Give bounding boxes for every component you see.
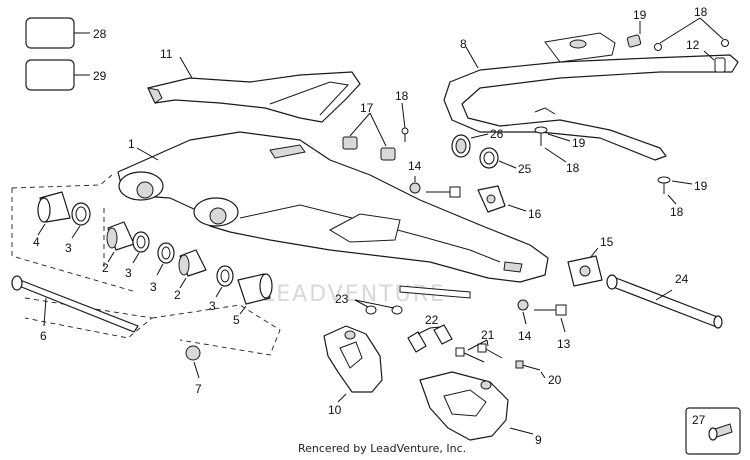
legend-box-29 (25, 59, 75, 91)
callout-19-mid[interactable]: 19 (572, 136, 586, 150)
part-8-chain-slider (443, 32, 739, 161)
callout-16[interactable]: 16 (528, 207, 542, 221)
watermark-text: LEADVENTURE (262, 282, 446, 307)
part-6-pivot-axle (11, 275, 139, 333)
callout-2-a[interactable]: 2 (102, 261, 109, 275)
part-19-bolt-mid (534, 126, 548, 146)
part-17-clips (342, 136, 396, 161)
part-16-block (477, 185, 506, 213)
callout-18-top[interactable]: 18 (694, 5, 708, 19)
callout-5[interactable]: 5 (233, 313, 240, 327)
part-11-chain-guard (147, 71, 361, 123)
part-10-chain-guide (323, 325, 383, 393)
callout-2-b[interactable]: 2 (174, 288, 181, 302)
part-4-bushing (37, 191, 71, 223)
callout-15[interactable]: 15 (600, 235, 614, 249)
callout-24[interactable]: 24 (675, 272, 689, 286)
callout-18-mid[interactable]: 18 (395, 89, 409, 103)
part-15-block (567, 255, 603, 287)
callout-25[interactable]: 25 (518, 162, 532, 176)
part-13-bolt-low (534, 304, 567, 316)
part-25-washer (479, 147, 499, 169)
part-18-screws-mid (401, 127, 409, 142)
callout-18-right[interactable]: 18 (566, 161, 580, 175)
legend-box-28 (25, 17, 75, 49)
callout-10[interactable]: 10 (328, 403, 342, 417)
callout-21[interactable]: 21 (481, 328, 495, 342)
part-5-bushing (237, 273, 273, 305)
callout-11[interactable]: 11 (160, 47, 173, 61)
part-13-bolt-top (426, 186, 461, 198)
callout-8[interactable]: 8 (460, 37, 467, 51)
part-3-spacer-d (216, 265, 234, 287)
part-3-spacer-a (71, 202, 91, 226)
callout-27[interactable]: 27 (692, 413, 706, 427)
callout-17[interactable]: 17 (360, 101, 374, 115)
callout-14-low[interactable]: 14 (518, 329, 532, 343)
part-14-nut-low (517, 299, 529, 311)
part-14-nut-top (409, 182, 421, 194)
callout-20[interactable]: 20 (548, 373, 562, 387)
callout-3-b[interactable]: 3 (125, 266, 132, 280)
part-22-spacers (407, 324, 453, 353)
callout-3-d[interactable]: 3 (209, 299, 216, 313)
part-21-bolts (455, 343, 503, 363)
callout-13[interactable]: 13 (557, 337, 571, 351)
part-26-seal (451, 134, 471, 158)
callout-23[interactable]: 23 (335, 292, 349, 306)
part-3-spacer-c (157, 242, 175, 264)
part-9-chain-guide (419, 371, 509, 441)
part-3-spacer-b (132, 231, 150, 253)
part-24-wheel-axle (606, 274, 723, 329)
callout-7[interactable]: 7 (195, 382, 202, 396)
part-12-spacer (714, 57, 726, 73)
callout-3-a[interactable]: 3 (65, 241, 72, 255)
part-7-nut (185, 345, 201, 361)
part-27-rivet-box (685, 407, 741, 455)
callout-29[interactable]: 29 (93, 69, 107, 83)
part-23-bushings (365, 305, 403, 315)
callout-4[interactable]: 4 (33, 235, 40, 249)
callout-19-top[interactable]: 19 (633, 8, 647, 22)
callout-22[interactable]: 22 (425, 313, 439, 327)
part-19-bolt-top (626, 34, 642, 48)
credit-text: Rencered by LeadVenture, Inc. (298, 442, 466, 455)
callout-19-low[interactable]: 19 (694, 179, 708, 193)
callout-6[interactable]: 6 (40, 329, 47, 343)
part-20-bolt (515, 360, 541, 371)
part-2-bearing-b (178, 249, 207, 277)
part-2-bearing-a (106, 221, 135, 251)
part-18-screws-top (654, 39, 729, 51)
callout-12[interactable]: 12 (686, 38, 700, 52)
callout-9[interactable]: 9 (535, 433, 542, 447)
callout-28[interactable]: 28 (93, 27, 107, 41)
part-19-bolt-low (657, 176, 671, 194)
callout-1[interactable]: 1 (128, 137, 135, 151)
callout-3-c[interactable]: 3 (150, 280, 157, 294)
callout-14-top[interactable]: 14 (408, 159, 422, 173)
callout-26[interactable]: 26 (490, 127, 504, 141)
callout-18-low[interactable]: 18 (670, 205, 684, 219)
part-1-swingarm (117, 131, 549, 299)
